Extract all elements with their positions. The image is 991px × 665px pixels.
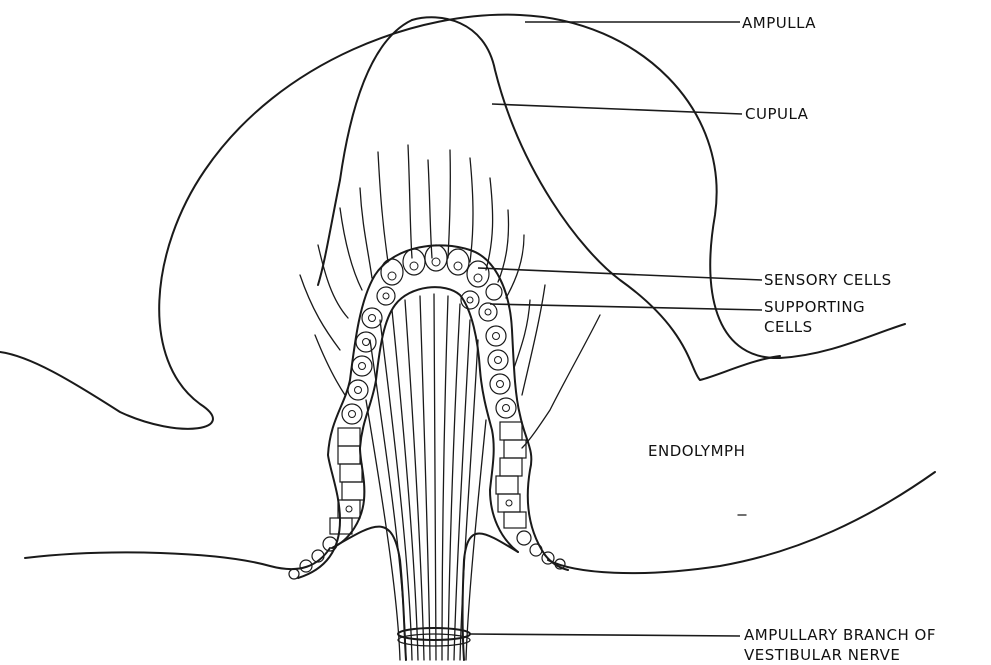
ampulla-floor-right	[548, 472, 935, 573]
crista-epithelium-outer	[298, 245, 568, 578]
ampulla-wall	[0, 15, 905, 429]
cupula-inner-line	[522, 285, 545, 395]
label-supporting-cells-line2: CELLS	[764, 318, 813, 336]
leader-sensory-cells	[478, 268, 762, 280]
leader-supporting-cells	[490, 304, 762, 310]
label-ampulla: AMPULLA	[742, 14, 816, 32]
label-nerve-line2: VESTIBULAR NERVE	[744, 646, 900, 664]
label-nerve-line1: AMPULLARY BRANCH OF	[744, 626, 936, 644]
leader-nerve	[470, 634, 740, 636]
ampulla-floor-left	[25, 548, 330, 569]
cupula-right-margin	[522, 315, 600, 448]
leader-cupula	[492, 104, 742, 114]
label-supporting-cells-line1: SUPPORTING	[764, 298, 865, 316]
label-sensory-cells: SENSORY CELLS	[764, 271, 892, 289]
nerve-trunk-right	[463, 533, 519, 660]
label-endolymph: ENDOLYMPH	[648, 442, 745, 460]
nerve-fibers	[366, 294, 486, 660]
cupula-outline	[412, 17, 780, 380]
label-cupula: CUPULA	[745, 105, 809, 123]
